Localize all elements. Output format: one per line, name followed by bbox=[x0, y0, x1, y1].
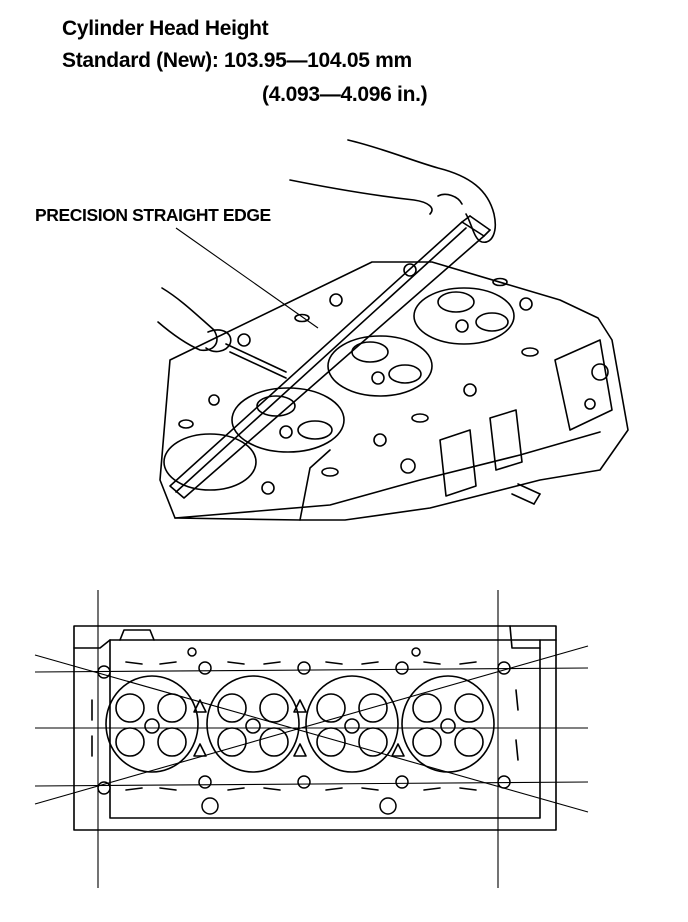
spec-standard-value: Standard (New): 103.95—104.05 mm bbox=[62, 49, 412, 72]
diagonal-measure-line-a bbox=[34, 654, 589, 813]
horizontal-measure-line-top bbox=[34, 667, 589, 673]
spec-title: Cylinder Head Height bbox=[62, 17, 269, 40]
diagonal-measure-line-b bbox=[34, 645, 589, 805]
straight-edge-illustration bbox=[157, 139, 629, 521]
plan-valves bbox=[115, 693, 484, 757]
plan-bolt-holes bbox=[97, 647, 511, 815]
plan-combustion-chambers bbox=[105, 675, 495, 773]
hand-holding-straight-edge bbox=[289, 139, 497, 243]
straight-edge-callout-label: PRECISION STRAIGHT EDGE bbox=[35, 205, 271, 225]
combustion-chambers bbox=[163, 287, 515, 491]
callout-leader-line bbox=[175, 227, 319, 329]
precision-straight-edge bbox=[169, 215, 491, 499]
plan-deck-outline bbox=[73, 625, 557, 831]
camshaft-side-features bbox=[400, 339, 613, 505]
plan-water-slots bbox=[91, 661, 519, 791]
feeler-gauge-hand bbox=[157, 287, 287, 379]
deck-holes bbox=[178, 263, 539, 495]
horizontal-measure-line-bottom bbox=[34, 781, 589, 787]
plan-measurement-lines bbox=[34, 590, 589, 888]
cylinder-head-outline bbox=[159, 261, 629, 521]
spec-imperial-value: (4.093—4.096 in.) bbox=[262, 83, 428, 106]
